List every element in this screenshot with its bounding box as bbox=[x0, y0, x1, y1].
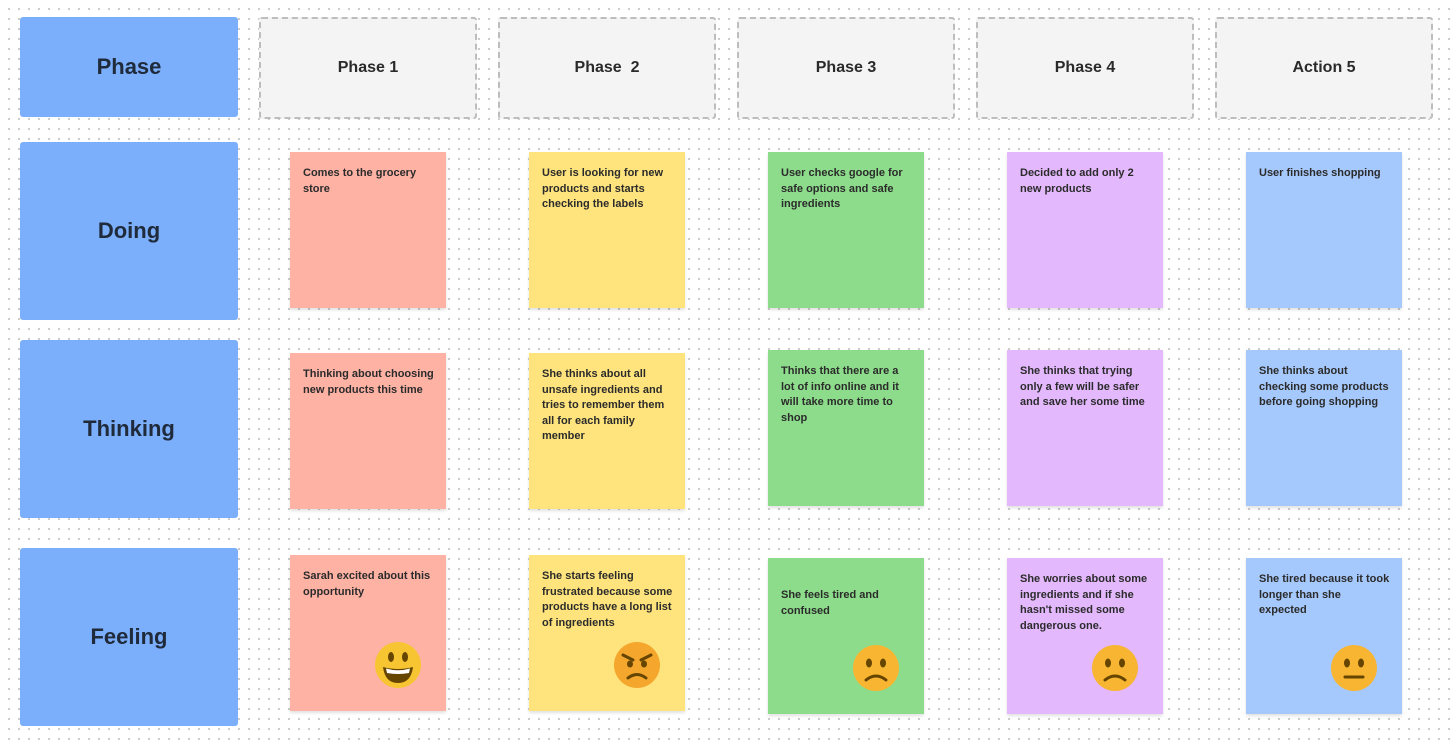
sticky-text: Comes to the grocery store bbox=[303, 167, 417, 195]
neutral-face-icon bbox=[1331, 645, 1377, 691]
phase-header-5[interactable]: Action 5 bbox=[1215, 17, 1433, 119]
sticky-text: She tired because it took longer than sh… bbox=[1259, 573, 1390, 616]
sticky-text: She thinks about checking some products … bbox=[1259, 365, 1389, 408]
doing-sticky-4[interactable]: Decided to add only 2 new products bbox=[1007, 152, 1163, 308]
sticky-text: She thinks about all unsafe ingredients … bbox=[542, 368, 665, 442]
doing-sticky-3[interactable]: User checks google for safe options and … bbox=[768, 152, 924, 308]
sticky-text: Thinks that there are a lot of info onli… bbox=[781, 365, 899, 424]
thinking-sticky-1[interactable]: Thinking about choosing new products thi… bbox=[290, 353, 446, 509]
sticky-text: User finishes shopping bbox=[1259, 167, 1381, 179]
phase-header-4[interactable]: Phase 4 bbox=[976, 17, 1194, 119]
sticky-text: She starts feeling frustrated because so… bbox=[542, 570, 673, 629]
doing-sticky-5[interactable]: User finishes shopping bbox=[1246, 152, 1402, 308]
sticky-text: Sarah excited about this opportunity bbox=[303, 570, 431, 598]
row-label-thinking-text: Thinking bbox=[83, 416, 175, 441]
feeling-sticky-5[interactable]: She tired because it took longer than sh… bbox=[1246, 558, 1402, 714]
frowning-face-icon bbox=[853, 645, 899, 691]
sticky-text: User is looking for new products and sta… bbox=[542, 167, 664, 210]
phase-header-label: Phase 4 bbox=[1054, 59, 1116, 76]
row-label-phase[interactable]: Phase bbox=[20, 17, 238, 117]
thinking-sticky-2[interactable]: She thinks about all unsafe ingredients … bbox=[529, 353, 685, 509]
sticky-text: She worries about some ingredients and i… bbox=[1020, 573, 1148, 632]
angry-face-icon bbox=[614, 642, 660, 688]
sticky-text: Decided to add only 2 new products bbox=[1020, 167, 1134, 195]
thinking-sticky-5[interactable]: She thinks about checking some products … bbox=[1246, 350, 1402, 506]
phase-header-2[interactable]: Phase 2 bbox=[498, 17, 716, 119]
doing-sticky-1[interactable]: Comes to the grocery store bbox=[290, 152, 446, 308]
phase-header-3[interactable]: Phase 3 bbox=[737, 17, 955, 119]
phase-header-label: Phase 2 bbox=[574, 59, 640, 76]
row-label-feeling-text: Feeling bbox=[90, 624, 168, 649]
phase-header-label: Action 5 bbox=[1292, 59, 1356, 76]
feeling-sticky-2[interactable]: She starts feeling frustrated because so… bbox=[529, 555, 685, 711]
grinning-face-icon bbox=[375, 642, 421, 688]
doing-sticky-2[interactable]: User is looking for new products and sta… bbox=[529, 152, 685, 308]
sticky-text: Thinking about choosing new products thi… bbox=[303, 368, 434, 396]
sticky-text: User checks google for safe options and … bbox=[781, 167, 903, 210]
sticky-text: She thinks that trying only a few will b… bbox=[1020, 365, 1145, 408]
thinking-sticky-4[interactable]: She thinks that trying only a few will b… bbox=[1007, 350, 1163, 506]
sticky-text: She feels tired and confused bbox=[781, 589, 879, 617]
row-label-feeling[interactable]: Feeling bbox=[20, 548, 238, 726]
row-label-doing-text: Doing bbox=[97, 218, 161, 243]
phase-header-label: Phase 1 bbox=[337, 59, 399, 76]
feeling-sticky-3[interactable]: She feels tired and confused bbox=[768, 558, 924, 714]
phase-header-1[interactable]: Phase 1 bbox=[259, 17, 477, 119]
feeling-sticky-4[interactable]: She worries about some ingredients and i… bbox=[1007, 558, 1163, 714]
thinking-sticky-3[interactable]: Thinks that there are a lot of info onli… bbox=[768, 350, 924, 506]
frowning-face-icon bbox=[1092, 645, 1138, 691]
row-label-doing[interactable]: Doing bbox=[20, 142, 238, 320]
row-label-phase-text: Phase bbox=[96, 54, 162, 79]
phase-header-label: Phase 3 bbox=[815, 59, 877, 76]
feeling-sticky-1[interactable]: Sarah excited about this opportunity bbox=[290, 555, 446, 711]
row-label-thinking[interactable]: Thinking bbox=[20, 340, 238, 518]
